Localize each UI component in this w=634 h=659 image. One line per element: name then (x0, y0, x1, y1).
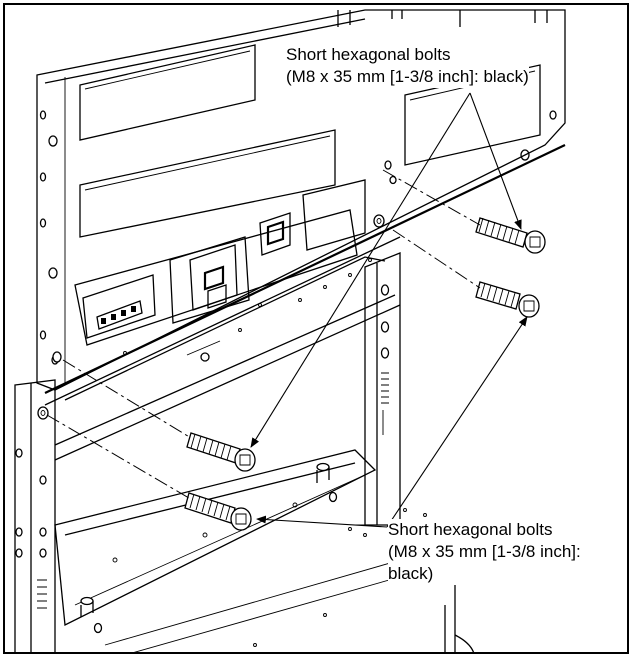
callout-leader-arrows (250, 92, 528, 528)
callout-bottom-label: Short hexagonal bolts (M8 x 35 mm [1-3/8… (388, 519, 581, 585)
callout-bottom-line-3: black) (388, 564, 434, 583)
bolt-upper-right (475, 217, 546, 254)
bolt-lower-left (184, 492, 252, 531)
callout-top-label: Short hexagonal bolts (M8 x 35 mm [1-3/8… (286, 44, 529, 88)
callout-bottom-line-1: Short hexagonal bolts (388, 520, 553, 539)
equipment-cabinet (36, 9, 566, 406)
callout-top-line-1: Short hexagonal bolts (286, 45, 451, 64)
assembly-drawing (14, 9, 566, 652)
diagram-frame: Short hexagonal bolts (M8 x 35 mm [1-3/8… (3, 3, 629, 654)
callout-top-line-2: (M8 x 35 mm [1-3/8 inch]: black) (286, 67, 529, 86)
insertion-guide-lines (46, 169, 481, 499)
bolt-middle-left (186, 432, 256, 472)
callout-bottom-line-2: (M8 x 35 mm [1-3/8 inch]: (388, 542, 581, 561)
bolt-middle-right (475, 281, 540, 318)
